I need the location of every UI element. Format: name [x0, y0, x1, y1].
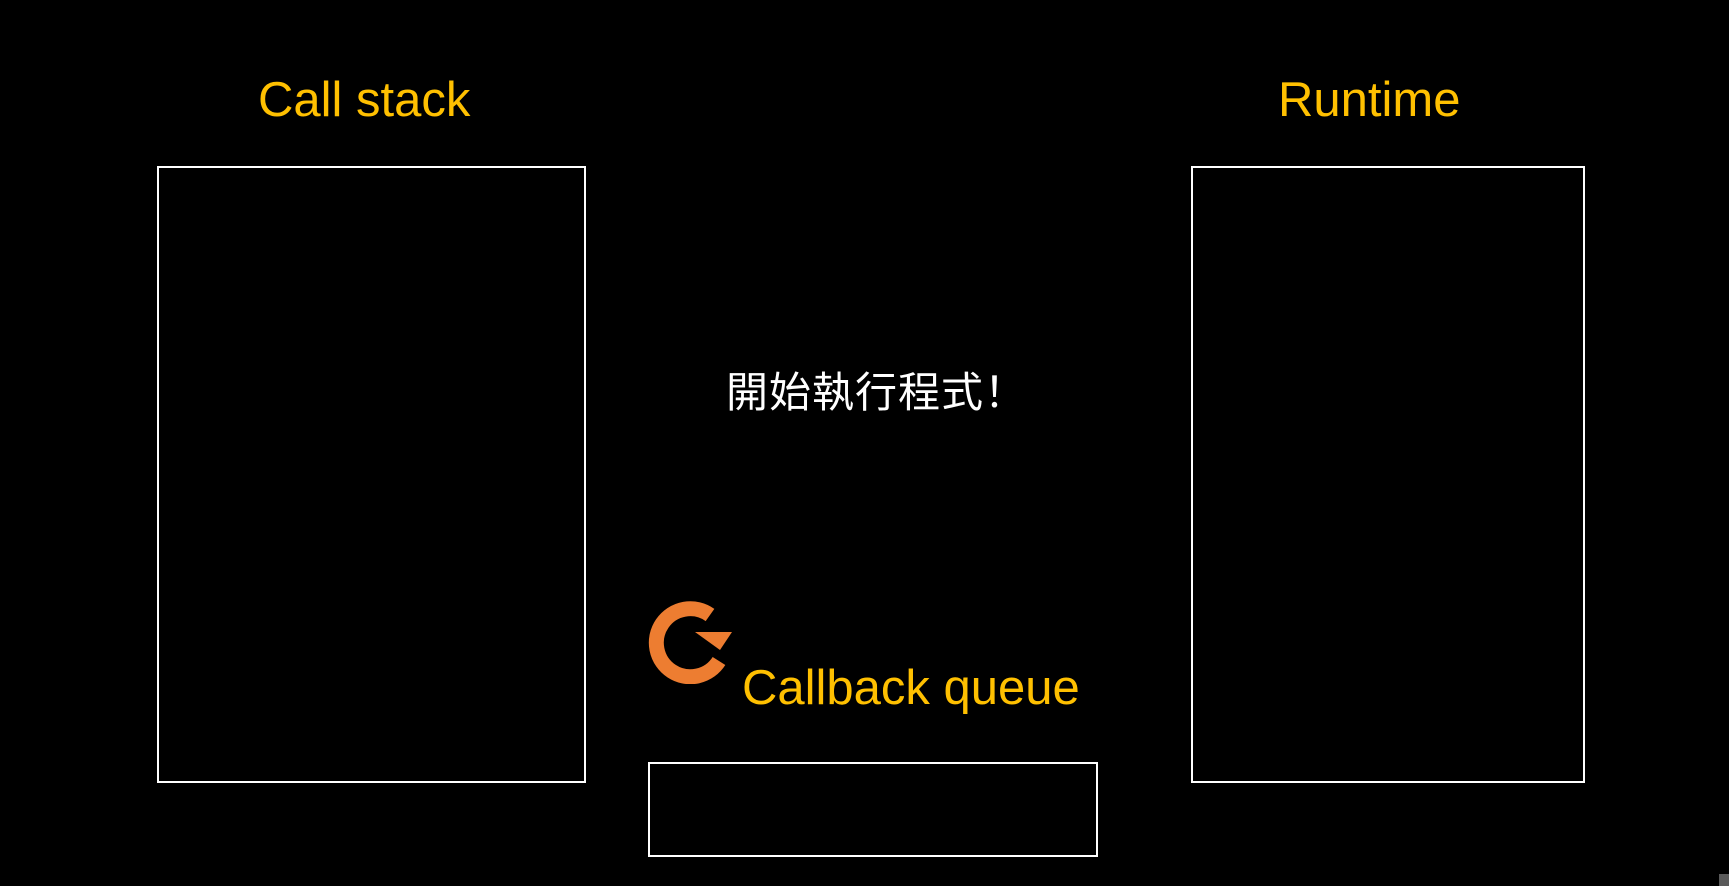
call-stack-title: Call stack [258, 73, 471, 127]
callback-queue-box [648, 762, 1098, 857]
runtime-title: Runtime [1278, 73, 1461, 127]
runtime-box [1191, 166, 1585, 783]
call-stack-box [157, 166, 586, 783]
corner-mark [1719, 874, 1729, 886]
status-message: 開始執行程式！ [726, 368, 1028, 417]
loop-arrow-icon [648, 601, 732, 684]
callback-queue-title: Callback queue [742, 661, 1080, 715]
